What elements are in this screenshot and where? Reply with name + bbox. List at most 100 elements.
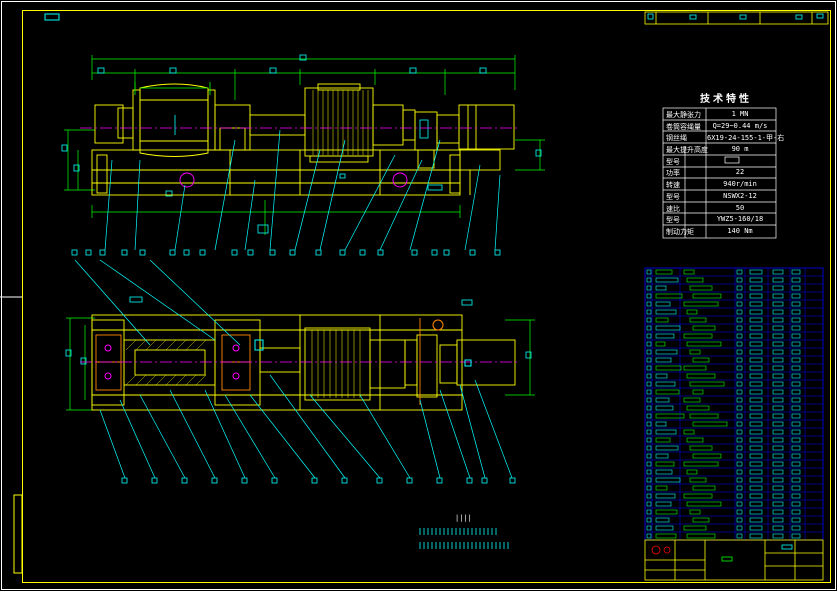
parts-list-material: [749, 301, 763, 307]
parts-list-total: [791, 453, 801, 459]
spec-value: 140 Nm: [727, 226, 753, 235]
parts-list-material: [749, 405, 763, 411]
parts-list-name: [655, 381, 676, 387]
parts-list-no: [646, 397, 652, 403]
parts-list-qty: [736, 405, 743, 411]
parts-list-no: [646, 405, 652, 411]
spec-value: NSWX2-12: [723, 191, 757, 200]
parts-list-no: [646, 373, 652, 379]
parts-list-material: [749, 533, 763, 539]
parts-list-weight: [772, 373, 784, 379]
parts-list-weight: [772, 341, 784, 347]
parts-list-no: [646, 525, 652, 531]
parts-list-weight: [772, 397, 784, 403]
parts-list-total: [791, 493, 801, 499]
parts-list-name: [655, 437, 671, 443]
parts-list-qty: [736, 413, 743, 419]
spec-row: 转速 940r/min: [663, 178, 776, 190]
spec-key: 型号: [666, 192, 680, 201]
parts-list-spec: [692, 325, 716, 331]
parts-list-weight: [772, 421, 784, 427]
parts-list-no: [646, 325, 652, 331]
parts-list-spec: [692, 293, 722, 299]
parts-list-spec: [683, 461, 719, 467]
parts-list-qty: [736, 349, 743, 355]
parts-list-weight: [772, 365, 784, 371]
parts-list-qty: [736, 421, 743, 427]
parts-list-total: [791, 501, 801, 507]
spec-key: 速比: [666, 204, 680, 213]
spec-key: 制动力矩: [666, 227, 694, 236]
parts-list-qty: [736, 469, 743, 475]
parts-list-spec: [683, 397, 701, 403]
parts-list-qty: [736, 493, 743, 499]
parts-list-weight: [772, 493, 784, 499]
parts-list-total: [791, 421, 801, 427]
parts-list-weight: [772, 285, 784, 291]
parts-list-spec: [686, 277, 704, 283]
scale-bar: [419, 528, 509, 549]
parts-list-weight: [772, 333, 784, 339]
spec-row: 制动力矩 140 Nm: [663, 225, 776, 237]
parts-list-material: [749, 501, 763, 507]
spec-table-grid: [662, 107, 777, 239]
parts-list-qty: [736, 389, 743, 395]
parts-list-spec: [689, 349, 701, 355]
parts-list-name: [655, 333, 675, 339]
parts-list-qty: [736, 381, 743, 387]
spec-key: 型号: [666, 157, 680, 166]
parts-list-spec: [689, 317, 707, 323]
parts-list-material: [749, 341, 763, 347]
spec-value: 940r/min: [723, 180, 757, 189]
parts-list-name: [655, 325, 681, 331]
parts-list-name: [655, 453, 669, 459]
parts-list-spec: [689, 285, 713, 291]
parts-list-no: [646, 309, 652, 315]
parts-list-name: [655, 357, 672, 363]
parts-list-qty: [736, 365, 743, 371]
parts-list-material: [749, 413, 763, 419]
parts-list-weight: [772, 445, 784, 451]
parts-list-material: [749, 397, 763, 403]
parts-list-total: [791, 381, 801, 387]
parts-list-no: [646, 469, 652, 475]
parts-list-material: [749, 325, 763, 331]
parts-list-spec: [686, 309, 698, 315]
parts-list-material: [749, 421, 763, 427]
parts-list-name: [655, 533, 677, 539]
spec-key: 转速: [666, 181, 680, 190]
parts-list-qty: [736, 317, 743, 323]
parts-list-total: [791, 533, 801, 539]
parts-list-weight: [772, 301, 784, 307]
parts-list-spec: [686, 373, 716, 379]
parts-list-no: [646, 333, 652, 339]
parts-list-qty: [736, 501, 743, 507]
parts-list-total: [791, 309, 801, 315]
plan-view: [65, 296, 535, 411]
parts-list-material: [749, 357, 763, 363]
parts-list-qty: [736, 429, 743, 435]
parts-list: [644, 267, 824, 541]
parts-list-no: [646, 269, 652, 275]
spec-key: 最大提升高度: [666, 146, 708, 155]
spec-value: YWZ5-160/18: [716, 215, 764, 224]
parts-list-spec: [686, 533, 716, 539]
parts-list-spec: [692, 389, 704, 395]
parts-list-spec: [692, 453, 722, 459]
parts-list-material: [749, 269, 763, 275]
parts-list-no: [646, 461, 652, 467]
parts-list-qty: [736, 333, 743, 339]
parts-list-total: [791, 397, 801, 403]
spec-key: 钢丝绳: [666, 134, 687, 143]
parts-list-name: [655, 461, 675, 467]
parts-list-qty: [736, 525, 743, 531]
parts-list-qty: [736, 285, 743, 291]
parts-list-no: [646, 349, 652, 355]
parts-list-weight: [772, 277, 784, 283]
parts-list-qty: [736, 461, 743, 467]
